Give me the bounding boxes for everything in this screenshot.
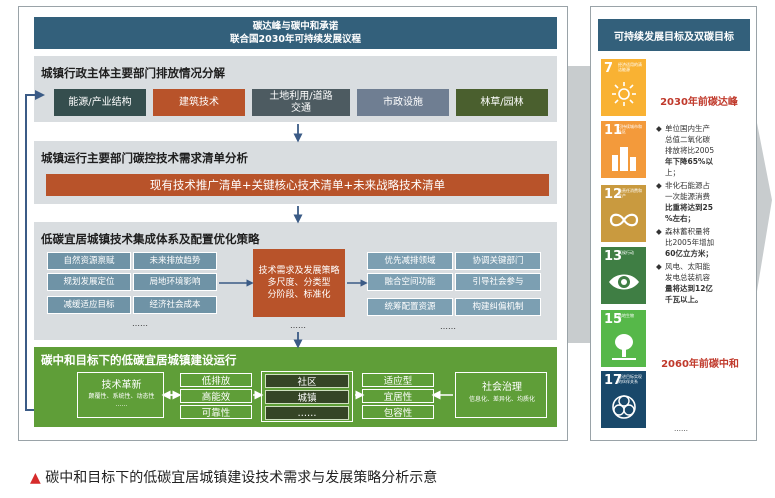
scale-community: 社区 xyxy=(265,374,349,388)
tech-list-bar: 现有技术推广清单+关键核心技术清单+未来战略技术清单 xyxy=(46,174,549,196)
low-emission: 低排放 xyxy=(180,373,252,387)
neutral-goal: 2060年前碳中和 xyxy=(661,359,739,370)
sdg-12-tile: 12 负责任消费和生产 xyxy=(601,185,646,242)
tree-icon xyxy=(612,334,636,360)
sector-box-municipal: 市政设施 xyxy=(357,89,449,116)
factor-local-environment: 局地环境影响 xyxy=(133,273,217,291)
strategy-priority-sector: 优先减排领域 xyxy=(367,252,453,270)
factor-natural-resources: 自然资源禀赋 xyxy=(47,252,131,270)
strategy-center-box: 技术需求及发展策略 多尺度、分类型 分阶段、标准化 xyxy=(253,249,345,317)
sector-box-forestry: 林草/园林 xyxy=(456,89,548,116)
strategy-line-2: 多尺度、分类型 xyxy=(267,278,331,288)
tech-innovation-box: 技术革新 颠覆性、系统性、动态性 …… xyxy=(77,372,164,418)
panel1-title: 城镇行政主体主要部门排放情况分解 xyxy=(41,66,225,80)
social-governance-box: 社会治理 信息化、差异化、均质化 xyxy=(455,372,547,418)
eye-globe-icon xyxy=(609,274,639,290)
center-ellipsis: …… xyxy=(290,321,306,330)
banner-line-2: 联合国2030年可持续发展议程 xyxy=(230,34,361,45)
tech-innovation-ellipsis: …… xyxy=(115,401,128,408)
goals-ellipsis: …… xyxy=(674,425,688,433)
factor-socioeconomic-cost: 经济社会成本 xyxy=(133,296,217,314)
right-ellipsis: …… xyxy=(440,322,456,331)
infinity-icon xyxy=(609,213,639,227)
factor-mitigation-goal: 减缓适应目标 xyxy=(47,296,131,314)
sdg-11-tile: 11 可持续城市和社区 xyxy=(601,121,646,178)
strategy-spatial-function: 融合空间功能 xyxy=(367,273,453,291)
goals-title: 可持续发展目标及双碳目标 xyxy=(598,19,750,51)
caption-marker: ▲ xyxy=(30,470,41,486)
city-icon xyxy=(612,147,636,171)
social-governance-title: 社会治理 xyxy=(482,382,522,393)
strategy-resource-allocation: 统筹配置资源 xyxy=(367,298,453,316)
sdg-17-tile: 17 促进目标实现的伙伴关系 xyxy=(601,371,646,428)
figure-caption: ▲ 碳中和目标下的低碳宜居城镇建设技术需求与发展策略分析示意 xyxy=(30,467,437,487)
left-ellipsis: …… xyxy=(132,319,148,328)
partnership-icon xyxy=(612,395,636,419)
adaptive-type: 适应型 xyxy=(362,373,434,387)
high-efficiency: 高能效 xyxy=(180,389,252,403)
social-governance-sub: 信息化、差异化、均质化 xyxy=(468,396,535,403)
strategy-coordinate-dept: 协调关键部门 xyxy=(455,252,541,270)
caption-text: 碳中和目标下的低碳宜居城镇建设技术需求与发展策略分析示意 xyxy=(45,470,438,486)
sdg-7-tile: 7 经济适用的清洁能源 xyxy=(601,59,646,116)
factor-emission-trend: 未来排放趋势 xyxy=(133,252,217,270)
sector-box-landuse: 土地利用/道路交通 xyxy=(252,89,350,116)
strategy-line-1: 技术需求及发展策略 xyxy=(258,266,340,276)
panel4-title: 碳中和目标下的低碳宜居城镇建设运行 xyxy=(41,353,237,367)
peak-goal: 2030年前碳达峰 xyxy=(660,97,738,108)
inclusiveness: 包容性 xyxy=(362,405,434,419)
panel3-title: 低碳宜居城镇技术集成体系及配置优化策略 xyxy=(41,232,260,246)
livability: 宜居性 xyxy=(362,389,434,403)
sector-box-energy: 能源/产业结构 xyxy=(54,89,146,116)
sector-box-building: 建筑技术 xyxy=(153,89,245,116)
strategy-line-3: 分阶段、标准化 xyxy=(267,290,331,300)
sdg-15-tile: 15 陆地生物 xyxy=(601,310,646,367)
strategy-correction-mechanism: 构建纠偏机制 xyxy=(455,298,541,316)
sun-icon xyxy=(612,82,636,106)
strategy-social-participation: 引导社会参与 xyxy=(455,273,541,291)
tech-innovation-title: 技术革新 xyxy=(101,380,142,391)
commitment-banner: 碳达峰与碳中和承诺 联合国2030年可持续发展议程 xyxy=(34,17,557,49)
reliability: 可靠性 xyxy=(180,405,252,419)
panel2-title: 城镇运行主要部门碳控技术需求清单分析 xyxy=(41,151,248,165)
scale-more: …… xyxy=(265,406,349,420)
banner-line-1: 碳达峰与碳中和承诺 xyxy=(252,21,339,32)
tech-innovation-sub: 颠覆性、系统性、动态性 xyxy=(88,393,155,400)
bullet-4: 风电、太阳能发电总装机容量将达到12亿千瓦以上。 xyxy=(665,262,713,304)
sdg-13-tile: 13 气候行动 xyxy=(601,247,646,304)
bullet-2: 非化石能源占一次能源消费比重将达到25%左右； xyxy=(665,181,713,223)
factor-planning-position: 规划发展定位 xyxy=(47,273,131,291)
scale-town: 城镇 xyxy=(265,390,349,404)
